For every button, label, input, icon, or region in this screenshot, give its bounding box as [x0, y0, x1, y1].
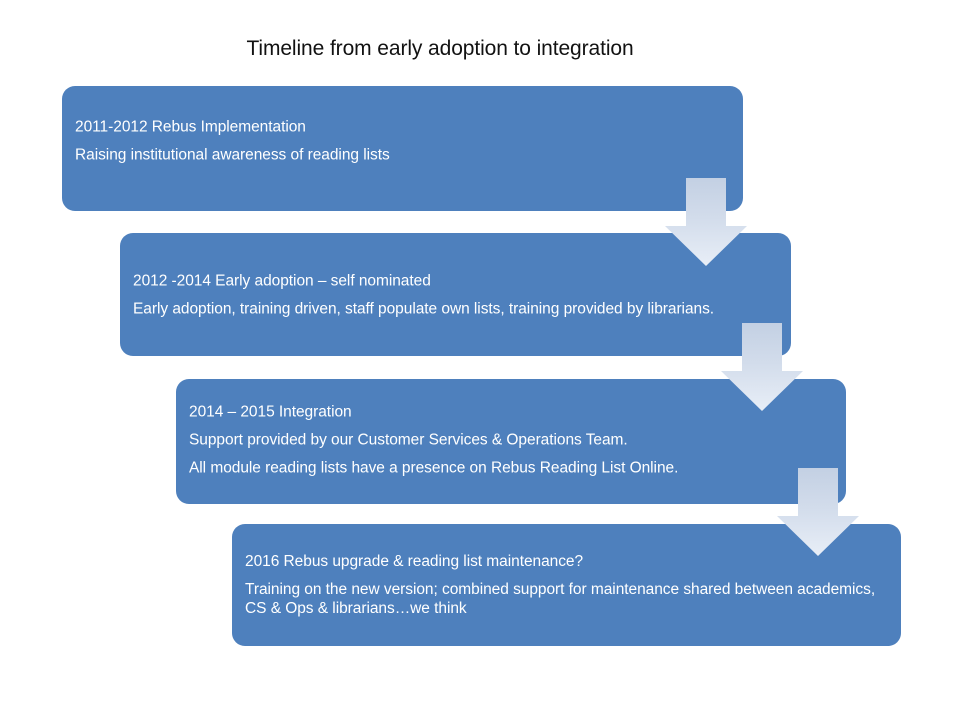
stage-1-line-1: Raising institutional awareness of readi… [75, 146, 390, 164]
down-arrow-shape [721, 323, 803, 411]
down-arrow-shape [777, 468, 859, 556]
timeline-stage-box-4[interactable]: 2016 Rebus upgrade & reading list mainte… [232, 524, 901, 646]
stage-3-heading: 2014 – 2015 Integration [189, 403, 352, 421]
stage-4-text-block: 2016 Rebus upgrade & reading list mainte… [245, 552, 888, 618]
down-arrow-icon [665, 178, 747, 266]
timeline-stage-box-1[interactable]: 2011-2012 Rebus Implementation Raising i… [62, 86, 743, 211]
stage-1-heading: 2011-2012 Rebus Implementation [75, 118, 306, 136]
stage-3-text-block: 2014 – 2015 Integration Support provided… [189, 403, 833, 478]
down-arrow-icon [777, 468, 859, 556]
stage-4-line-1: Training on the new version; combined su… [245, 581, 876, 617]
stage-3-line-2: All module reading lists have a presence… [189, 459, 679, 477]
timeline-stage-box-3[interactable]: 2014 – 2015 Integration Support provided… [176, 379, 846, 504]
timeline-stage-box-2[interactable]: 2012 -2014 Early adoption – self nominat… [120, 233, 791, 356]
down-arrow-icon [721, 323, 803, 411]
stage-2-line-1: Early adoption, training driven, staff p… [133, 300, 715, 317]
page-title: Timeline from early adoption to integrat… [246, 37, 634, 60]
down-arrow-shape [665, 178, 747, 266]
stage-4-heading: 2016 Rebus upgrade & reading list mainte… [245, 553, 584, 570]
stage-2-text-block: 2012 -2014 Early adoption – self nominat… [133, 271, 778, 318]
stage-1-text-block: 2011-2012 Rebus Implementation Raising i… [75, 118, 730, 165]
stage-2-heading: 2012 -2014 Early adoption – self nominat… [133, 272, 431, 289]
stage-3-line-1: Support provided by our Customer Service… [189, 431, 628, 449]
